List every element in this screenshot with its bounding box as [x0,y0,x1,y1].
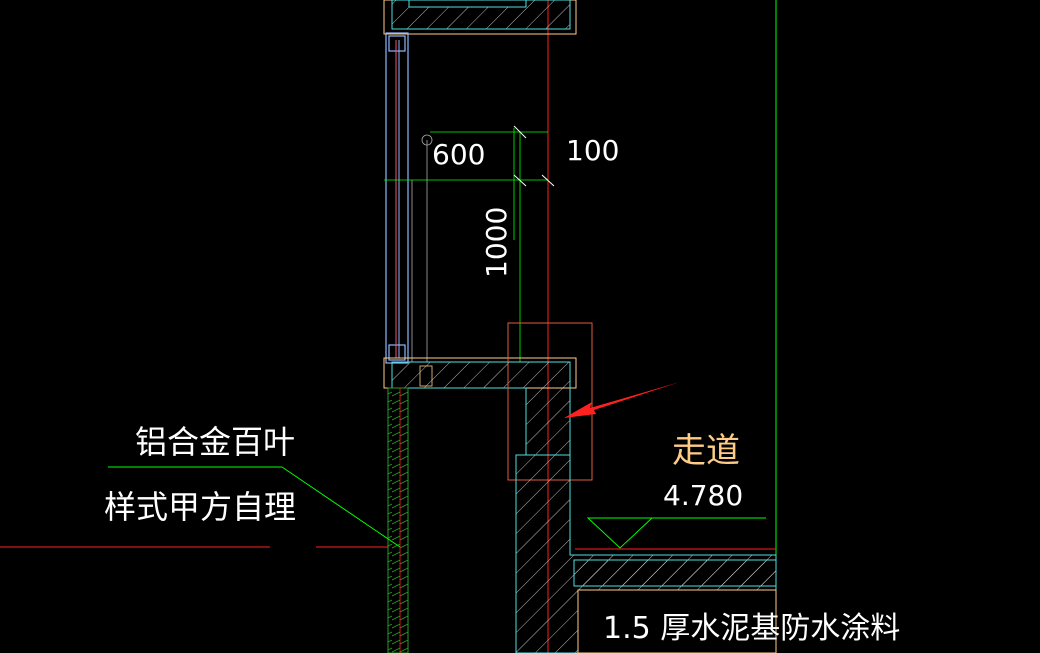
red-arrow [564,382,680,418]
leader-line [281,466,401,548]
dimension-100: 100 [566,134,619,167]
dim-tick-1 [513,174,527,187]
arrow-pointer [564,382,680,418]
dim-tick-2 [541,174,555,187]
top-slab [383,0,577,35]
brick-wall [387,387,409,653]
top-slab-void [408,0,527,8]
lower-room-void [577,589,777,653]
floor-slab-lower [573,559,777,587]
top-slab-outline [383,0,577,35]
dimension-600: 600 [432,138,485,171]
corridor-label: 走道 [672,431,740,471]
elevation-marker [586,517,766,549]
lower-wall [387,387,777,653]
louver-fixing-bracket [419,365,433,387]
dim-tick-3 [513,125,527,139]
elevation-triangle [586,517,654,549]
louver-hinge-circle [421,134,433,146]
louver-label-line1: 铝合金百叶 [135,423,295,461]
louver-frame-bottom-cap [388,344,406,361]
dimensions [430,125,555,362]
axis-gap [270,545,316,549]
waterproof-note: 1.5 厚水泥基防水涂料 [603,611,900,646]
louver-frame-top-cap [388,35,406,52]
elevation-value: 4.780 [663,479,743,512]
louver-leader [108,466,401,548]
dimension-1000: 1000 [480,207,513,278]
louver-label-line2: 样式甲方自理 [104,488,296,526]
